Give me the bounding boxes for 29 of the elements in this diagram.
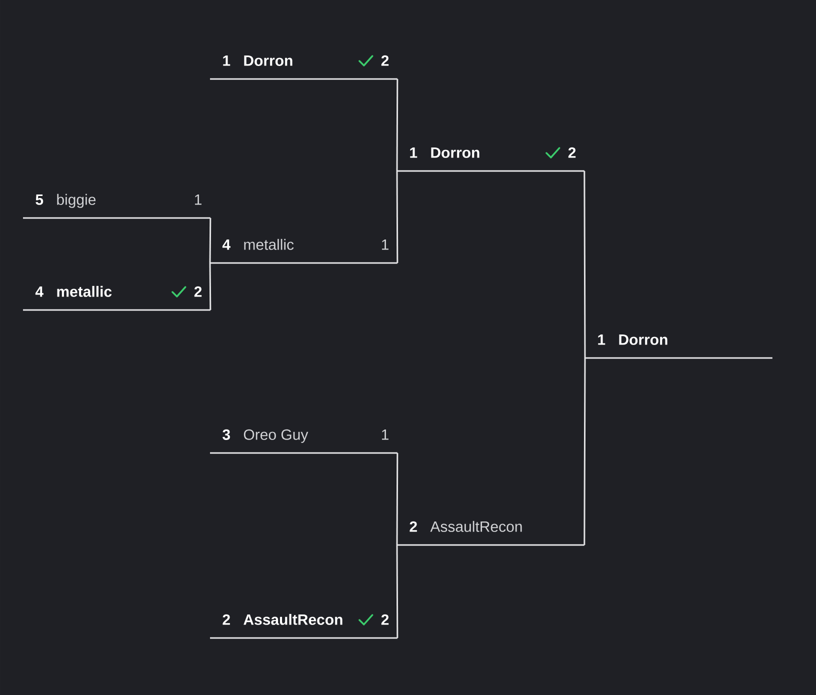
bracket-connector [584,358,586,545]
node-label: Dorron [431,147,480,158]
node-label: 2 [381,614,389,625]
bracket-slot: 2 AssaultRecon [397,520,584,546]
bracket-connector [209,263,212,310]
node-label: 2 [194,286,202,297]
bracket-slot: 1 Dorron [585,334,772,359]
bracket-connector [209,218,212,263]
node-label: 1 [223,55,230,66]
bracket-connector [584,171,586,358]
node-label: metallic [57,286,112,297]
bracket-slot: 4 metallic 2 [23,286,210,311]
node-label: 1 [410,147,418,158]
node-label: 2 [222,614,230,625]
bracket-connector [396,171,398,263]
bracket-slot: 4 metallic 1 [210,238,398,264]
node-label: 2 [568,147,576,158]
bracket-connector [396,79,398,171]
node-label: Dorron [244,55,292,66]
node-label: 4 [35,286,44,297]
node-label: 2 [381,55,389,66]
bracket-connector [396,545,398,638]
node-label: AssaultRecon [244,614,342,625]
bracket-slot: 2 AssaultRecon 2 [210,614,398,639]
bracket-slot: 1 Dorron 2 [397,147,584,172]
bracket-slot: 1 Dorron 2 [210,55,398,80]
bracket-connector [396,453,398,545]
bracket-slot: 5 biggie 1 [23,194,210,219]
bracket-slot: 3 Oreo Guy 1 [210,429,398,454]
